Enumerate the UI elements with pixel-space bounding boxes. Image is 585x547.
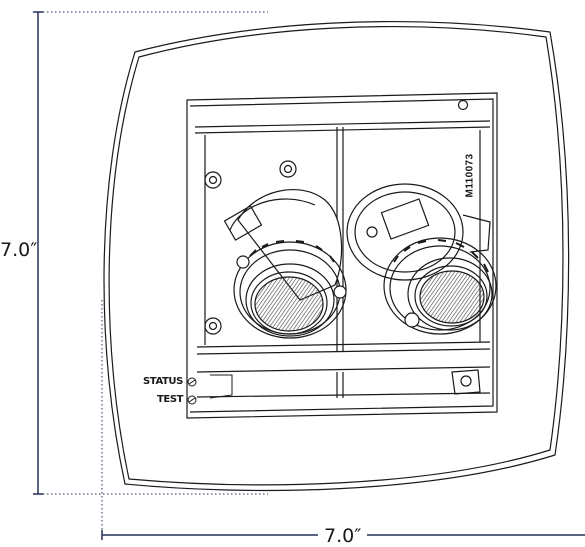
status-indicator-icon (187, 377, 197, 387)
height-dimension (33, 11, 268, 495)
test-indicator-icon (187, 395, 197, 405)
wall-plate (103, 21, 570, 492)
width-dimension-label: 7.0″ (318, 525, 368, 547)
left-camera (223, 189, 347, 339)
screw-top-left (204, 171, 222, 189)
indicator-lamps (187, 374, 233, 405)
right-camera (346, 183, 497, 335)
screw-bottom-left (204, 317, 222, 335)
model-number: M110073 (464, 153, 476, 198)
screw-top-mid (279, 160, 297, 178)
model-number-container: M110073 (462, 148, 476, 208)
status-label: STATUS (143, 376, 183, 387)
test-label: TEST (157, 394, 184, 405)
height-dimension-label: 7.0″ (0, 239, 38, 261)
